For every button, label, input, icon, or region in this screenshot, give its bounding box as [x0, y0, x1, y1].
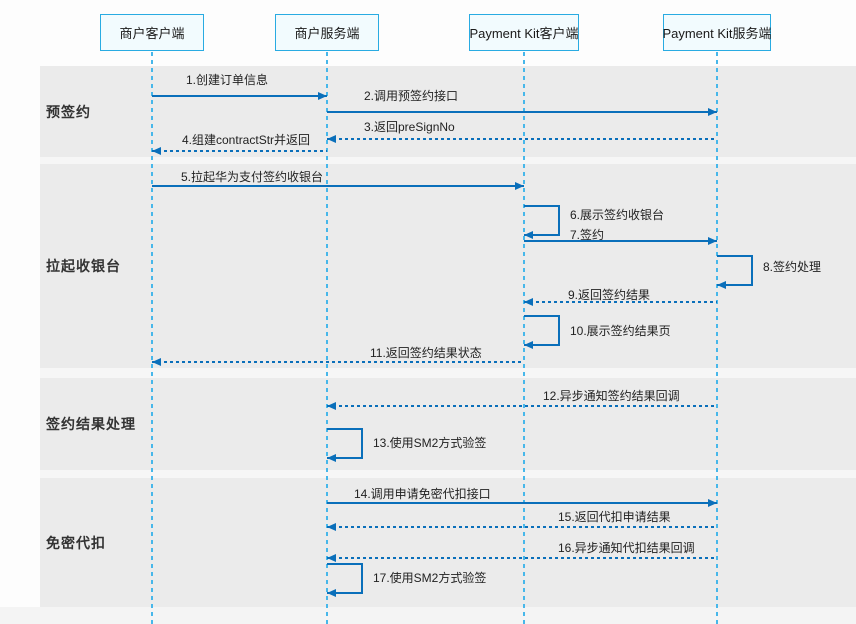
message-label: 17.使用SM2方式验签	[373, 571, 487, 585]
self-message-box	[717, 255, 753, 286]
message-label: 3.返回preSignNo	[364, 120, 455, 134]
message-line	[327, 111, 717, 113]
message-line	[152, 361, 524, 363]
message-line	[524, 240, 717, 242]
message-label: 11.返回签约结果状态	[370, 346, 482, 360]
message-label: 9.返回签约结果	[568, 288, 651, 302]
message-line	[524, 301, 717, 303]
arrow-head-icon	[327, 135, 336, 143]
message-line	[327, 405, 717, 407]
arrow-head-icon	[717, 281, 726, 289]
message-label: 13.使用SM2方式验签	[373, 436, 487, 450]
phase-band-3: 签约结果处理	[40, 378, 856, 470]
actor-box-3: Payment Kit客户端	[469, 14, 579, 51]
actor-box-4: Payment Kit服务端	[662, 14, 772, 51]
message-label: 8.签约处理	[763, 260, 822, 274]
message-label: 2.调用预签约接口	[364, 89, 459, 103]
diagram-footer-background	[0, 607, 856, 624]
message-label: 7.签约	[570, 228, 605, 242]
self-message-box	[327, 563, 363, 594]
message-label: 12.异步通知签约结果回调	[543, 389, 680, 403]
lifeline-3	[523, 52, 525, 624]
actor-box-2: 商户服务端	[275, 14, 379, 51]
message-label: 16.异步通知代扣结果回调	[558, 541, 695, 555]
arrow-head-icon	[327, 589, 336, 597]
arrow-head-icon	[524, 341, 533, 349]
message-label: 14.调用申请免密代扣接口	[354, 487, 491, 501]
message-line	[327, 526, 717, 528]
arrow-head-icon	[318, 92, 327, 100]
arrow-head-icon	[327, 523, 336, 531]
arrow-head-icon	[152, 358, 161, 366]
self-message-box	[327, 428, 363, 459]
arrow-head-icon	[524, 298, 533, 306]
lifeline-1	[151, 52, 153, 624]
message-line	[327, 557, 717, 559]
message-line	[152, 185, 524, 187]
message-label: 4.组建contractStr并返回	[182, 133, 311, 147]
phase-band-2: 拉起收银台	[40, 164, 856, 368]
arrow-head-icon	[708, 499, 717, 507]
message-label: 15.返回代扣申请结果	[558, 510, 671, 524]
actor-box-1: 商户客户端	[100, 14, 204, 51]
phase-label: 免密代扣	[46, 534, 106, 551]
arrow-head-icon	[708, 108, 717, 116]
message-line	[152, 150, 327, 152]
message-label: 1.创建订单信息	[186, 73, 269, 87]
message-label: 5.拉起华为支付签约收银台	[181, 170, 324, 184]
message-label: 6.展示签约收银台	[570, 208, 665, 222]
phase-label: 预签约	[46, 103, 91, 120]
message-label: 10.展示签约结果页	[570, 324, 671, 338]
arrow-head-icon	[708, 237, 717, 245]
arrow-head-icon	[327, 402, 336, 410]
message-line	[327, 138, 717, 140]
lifeline-4	[716, 52, 718, 624]
arrow-head-icon	[327, 554, 336, 562]
arrow-head-icon	[327, 454, 336, 462]
self-message-box	[524, 205, 560, 236]
message-line	[327, 502, 717, 504]
phase-label: 签约结果处理	[46, 416, 136, 432]
phase-label: 拉起收银台	[46, 258, 121, 274]
arrow-head-icon	[524, 231, 533, 239]
lifeline-2	[326, 52, 328, 624]
arrow-head-icon	[515, 182, 524, 190]
message-line	[152, 95, 327, 97]
self-message-box	[524, 315, 560, 346]
arrow-head-icon	[152, 147, 161, 155]
phase-band-4: 免密代扣	[40, 478, 856, 607]
